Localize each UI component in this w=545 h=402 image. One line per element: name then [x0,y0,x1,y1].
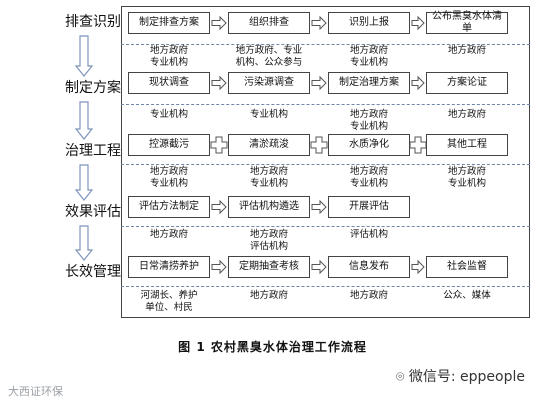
responsible-party: 评估机构 [349,229,388,240]
watermark-right-text: 微信号: eppeople [408,369,525,385]
step-box: 组织排查 [228,12,310,34]
responsible-party: 地方政府 专业机构 [149,45,188,68]
step-box: 现状调查 [128,72,210,94]
row-separator [121,286,530,287]
right-arrow-icon [411,75,425,91]
step-box: 公布黑臭水体清单 [426,11,508,34]
step-box: 社会监督 [426,256,508,278]
step-box: 评估机构遴选 [228,196,310,218]
down-arrow-icon [74,101,94,140]
responsible-party: 地方政府 专业机构 [349,45,388,68]
step-box: 控源截污 [128,134,210,156]
figure-caption: 图 1 农村黑臭水体治理工作流程 [178,340,367,354]
step-box: 制定治理方案 [328,72,410,94]
right-arrow-icon [211,199,227,215]
down-arrow-icon [74,35,94,77]
responsible-party: 地方政府 专业机构 [149,166,188,189]
responsible-party: 地方政府 专业机构 [349,166,388,189]
stage-label: 治理工程 [65,143,121,159]
flowchart-frame [121,6,530,318]
stage-label: 效果评估 [65,204,121,220]
right-arrow-icon [311,259,327,275]
stage-label: 长效管理 [65,264,121,280]
responsible-party: 专业机构 [149,109,188,120]
step-box: 水质净化 [328,134,410,156]
plus-icon [409,136,427,154]
right-arrow-icon [311,15,327,31]
plus-icon [310,136,328,154]
responsible-party: 地方政府 评估机构 [249,229,288,252]
responsible-party: 专业机构 [249,109,288,120]
step-box: 其他工程 [426,134,508,156]
step-box: 日常清捞养护 [128,256,210,278]
row-separator [121,164,530,165]
responsible-party: 地方政府 专业机构 [349,109,388,132]
responsible-party: 公众、媒体 [443,290,491,301]
step-box: 评估方法制定 [128,196,210,218]
watermark-left: 大西证环保 [8,385,63,398]
responsible-party: 地方政府 [447,45,486,56]
responsible-party: 地方政府 [349,290,388,301]
step-box: 污染源调查 [228,72,310,94]
right-arrow-icon [411,259,425,275]
responsible-party: 地方政府 专业机构 [249,166,288,189]
step-box: 开展评估 [328,196,410,218]
wechat-icon: ⌾ [396,369,405,385]
step-box: 定期抽查考核 [228,256,310,278]
row-separator [121,226,530,227]
responsible-party: 地方政府 专业机构 [447,166,486,189]
right-arrow-icon [311,75,327,91]
right-arrow-icon [211,259,227,275]
step-box: 清淤疏浚 [228,134,310,156]
watermark-right: ⌾ 微信号: eppeople [396,366,525,386]
responsible-party: 地方政府、专业 机构、公众参与 [235,45,303,68]
down-arrow-icon [74,225,94,261]
responsible-party: 地方政府 [149,229,188,240]
row-separator [121,44,530,45]
down-arrow-icon [74,164,94,201]
plus-icon [210,136,228,154]
stage-label: 排查识别 [65,14,121,30]
step-box: 方案论证 [426,72,508,94]
step-box: 信息发布 [328,256,410,278]
responsible-party: 地方政府 [447,109,486,120]
right-arrow-icon [411,15,425,31]
responsible-party: 地方政府 [249,290,288,301]
responsible-party: 河湖长、养护 单位、村民 [140,290,198,313]
step-box: 制定排查方案 [128,12,210,34]
step-box: 识别上报 [328,12,410,34]
right-arrow-icon [211,15,227,31]
row-separator [121,104,530,105]
stage-label: 制定方案 [65,80,121,96]
right-arrow-icon [211,75,227,91]
right-arrow-icon [311,199,327,215]
